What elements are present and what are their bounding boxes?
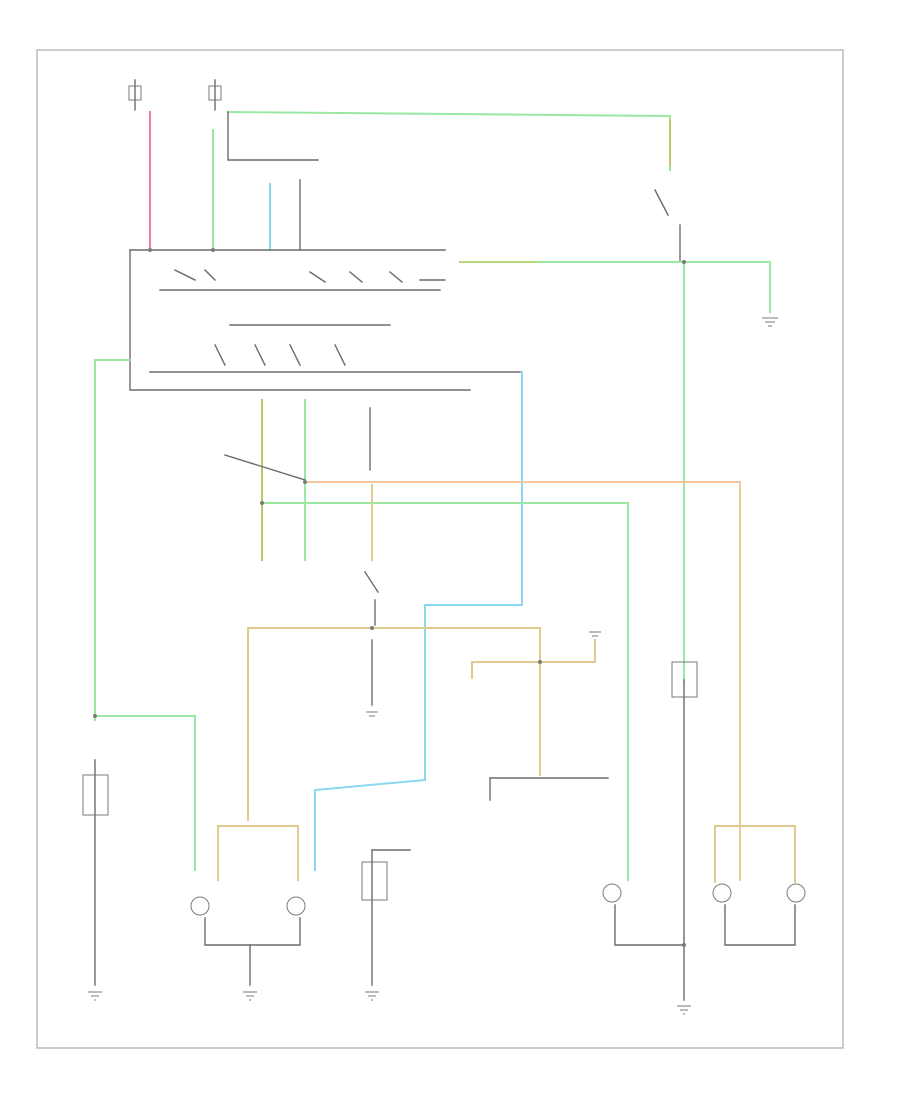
connector-dots [93,248,686,947]
right-lamp-assembly [602,661,806,1015]
left-green-feed [94,359,196,871]
middle-feeds [224,371,741,881]
headlamp-switch [129,183,521,391]
center-lamp-assembly [361,849,411,1001]
diagram-frame [36,49,844,1049]
power-feeds [128,79,671,251]
left-lamp-assembly [82,759,306,1001]
brake-switch-circuit [459,119,778,681]
central-distribution [247,627,609,821]
